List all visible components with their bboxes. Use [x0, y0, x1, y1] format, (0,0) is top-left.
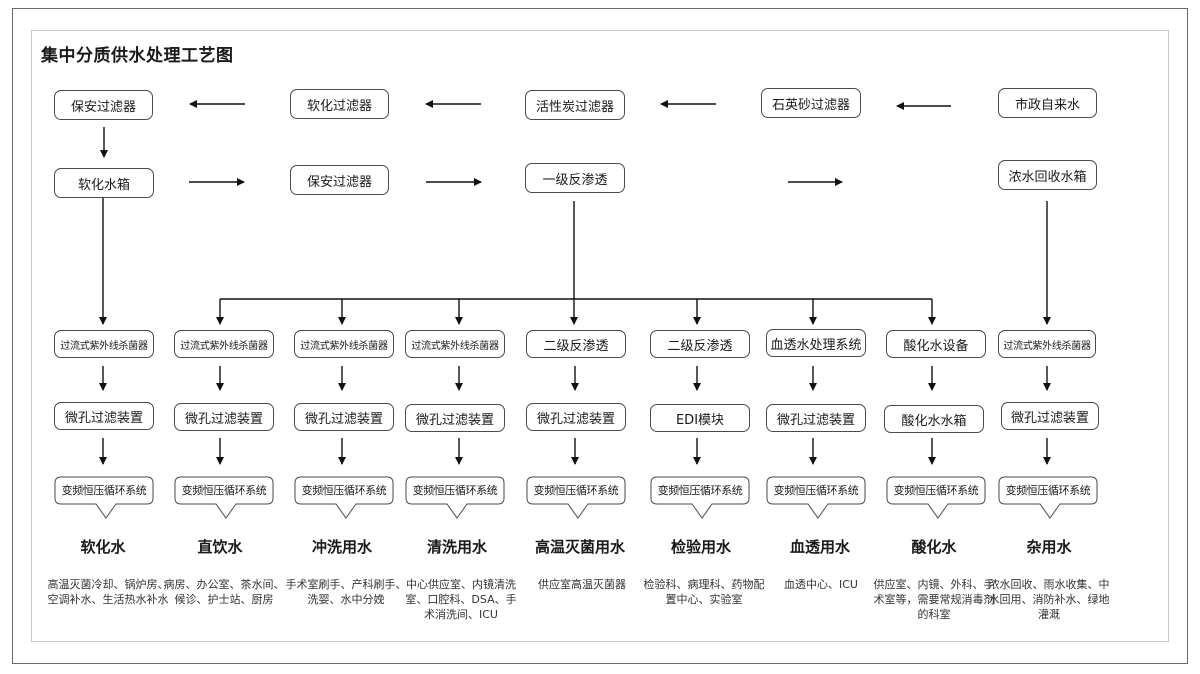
branch5-stage1: 二级反渗透	[526, 330, 626, 358]
branch6-stage3: 变频恒压循环系统	[650, 476, 750, 520]
branch4-usage: 中心供应室、内镜清洗室、口腔科、DSA、手术消洗间、ICU	[405, 578, 517, 621]
branch3-stage3: 变频恒压循环系统	[294, 476, 394, 520]
branch1-stage3: 变频恒压循环系统	[54, 476, 154, 520]
branch5-water-type: 高温灭菌用水	[534, 538, 625, 556]
branch7-usage: 血透中心、ICU	[784, 578, 858, 591]
branch6-stage1: 二级反渗透	[650, 330, 750, 358]
branch8-stage3: 变频恒压循环系统	[886, 476, 986, 520]
row1-municipal-water: 市政自来水	[998, 88, 1097, 118]
branch5-usage: 供应室高温灭菌器	[538, 578, 626, 591]
branch7-stage3: 变频恒压循环系统	[766, 476, 866, 520]
branch6-stage2: EDI模块	[650, 404, 750, 432]
branch7-water-type: 血透用水	[789, 538, 850, 556]
branch2-stage1: 过流式紫外线杀菌器	[174, 330, 274, 358]
branch5-stage3: 变频恒压循环系统	[526, 476, 626, 520]
outer-frame	[12, 8, 1188, 664]
branch8-stage1: 酸化水设备	[886, 330, 986, 358]
branch6-usage: 检验科、病理科、药物配置中心、实验室	[643, 578, 765, 606]
branch4-stage2: 微孔过滤装置	[405, 404, 505, 432]
diagram-frame	[31, 30, 1169, 642]
row2-security-filter: 保安过滤器	[290, 165, 389, 195]
branch3-stage1: 过流式紫外线杀菌器	[294, 330, 394, 358]
branch7-stage1: 血透水处理系统	[766, 329, 866, 357]
row1-security-filter: 保安过滤器	[54, 90, 153, 120]
branch2-usage: 病房、办公室、茶水间、候诊、护士站、厨房	[163, 578, 285, 606]
branch1-usage: 高温灭菌冷却、锅炉房、空调补水、生活热水补水	[47, 578, 169, 606]
branch4-stage1: 过流式紫外线杀菌器	[405, 330, 505, 358]
branch9-water-type: 杂用水	[1026, 538, 1072, 556]
branch8-stage2: 酸化水水箱	[884, 405, 984, 433]
branch8-usage: 供应室、内镜、外科、手术室等，需要常规消毒剂的科室	[873, 578, 995, 621]
row2-concentrate-recovery-tank: 浓水回收水箱	[998, 160, 1097, 190]
branch9-usage: 浓水回收、雨水收集、中水回用、消防补水、绿地灌溉	[988, 578, 1110, 621]
branch9-stage1: 过流式紫外线杀菌器	[998, 330, 1096, 358]
row1-quartz-sand-filter: 石英砂过滤器	[761, 88, 861, 118]
branch8-water-type: 酸化水	[911, 538, 957, 556]
row1-activated-carbon-filter: 活性炭过滤器	[525, 90, 625, 120]
branch1-stage2: 微孔过滤装置	[54, 402, 154, 430]
branch9-stage3: 变频恒压循环系统	[998, 476, 1098, 520]
row2-primary-ro: 一级反渗透	[525, 163, 625, 193]
branch7-stage2: 微孔过滤装置	[766, 404, 866, 432]
diagram-title: 集中分质供水处理工艺图	[41, 46, 234, 66]
branch9-stage2: 微孔过滤装置	[1001, 402, 1099, 430]
branch2-stage3: 变频恒压循环系统	[174, 476, 274, 520]
branch3-stage2: 微孔过滤装置	[294, 403, 394, 431]
branch3-water-type: 冲洗用水	[311, 538, 372, 556]
branch4-stage3: 变频恒压循环系统	[405, 476, 505, 520]
branch3-usage: 手术室刷手、产科刷手、洗婴、水中分娩	[285, 578, 407, 606]
branch2-water-type: 直饮水	[197, 538, 243, 556]
branch5-stage2: 微孔过滤装置	[526, 403, 626, 431]
row2-softened-water-tank: 软化水箱	[54, 168, 154, 198]
branch2-stage2: 微孔过滤装置	[174, 403, 274, 431]
row1-softening-filter: 软化过滤器	[290, 89, 389, 119]
branch4-water-type: 清洗用水	[426, 538, 487, 556]
branch6-water-type: 检验用水	[670, 538, 731, 556]
branch1-water-type: 软化水	[80, 538, 126, 556]
branch1-stage1: 过流式紫外线杀菌器	[54, 330, 154, 358]
